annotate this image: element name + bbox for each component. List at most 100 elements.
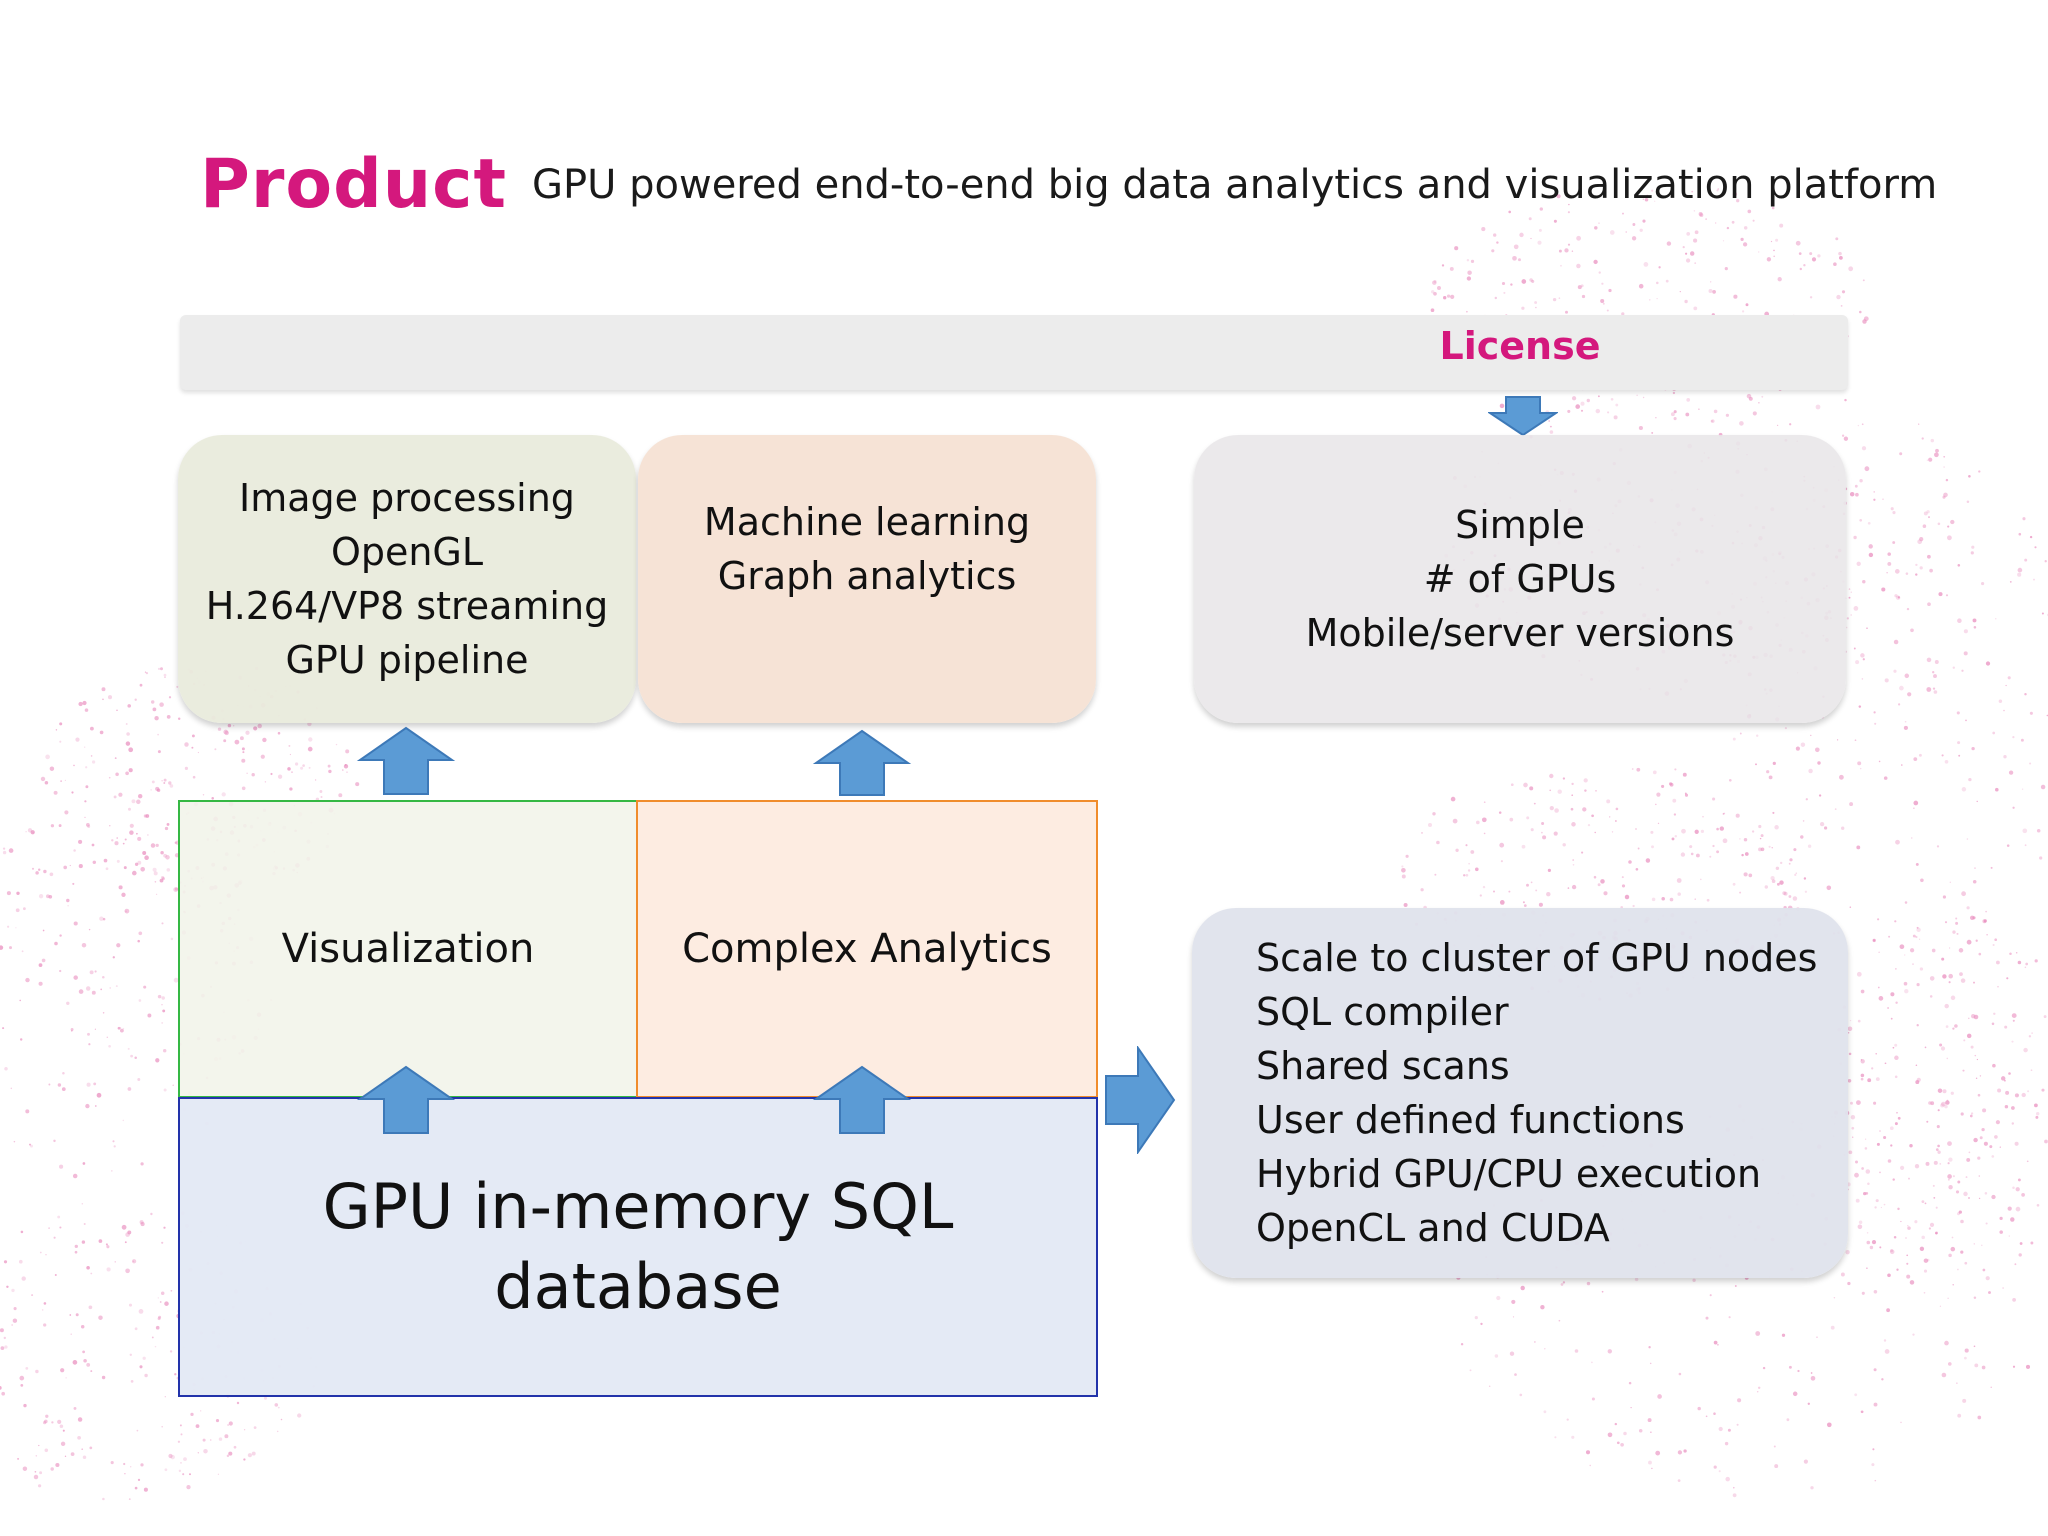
map-dot	[251, 772, 255, 777]
map-dot	[1964, 1348, 1969, 1353]
map-dot	[1867, 1182, 1870, 1185]
map-dot	[1706, 898, 1710, 902]
map-dot	[1694, 898, 1696, 900]
map-dot	[1669, 782, 1674, 787]
map-dot	[1915, 935, 1918, 939]
map-dot	[113, 1145, 116, 1148]
map-dot	[115, 772, 119, 777]
map-dot	[70, 1030, 73, 1032]
map-dot	[85, 1103, 90, 1109]
map-dot	[1994, 1135, 1998, 1139]
map-dot	[1734, 1285, 1737, 1287]
map-dot	[111, 839, 114, 842]
map-dot	[85, 785, 89, 789]
map-dot	[123, 1462, 126, 1466]
map-dot	[1933, 690, 1938, 694]
map-dot	[1469, 1369, 1472, 1372]
map-dot	[25, 977, 30, 983]
map-dot	[101, 1375, 106, 1380]
map-dot	[1736, 199, 1740, 203]
map-dot	[137, 860, 142, 865]
map-dot	[155, 843, 159, 848]
map-dot	[173, 887, 179, 892]
database-label-line2: database	[494, 1250, 782, 1323]
map-dot	[1915, 573, 1918, 576]
arrow-up-icon	[812, 1065, 912, 1134]
map-dot	[1914, 1220, 1918, 1224]
map-dot	[1685, 412, 1690, 417]
map-dot	[1958, 1210, 1962, 1214]
map-dot	[1972, 618, 1977, 623]
map-dot	[1740, 237, 1744, 242]
map-dot	[2022, 828, 2028, 834]
map-dot	[1737, 1398, 1742, 1403]
map-dot	[58, 824, 62, 828]
map-dot	[1942, 495, 1946, 499]
map-dot	[1523, 904, 1527, 907]
map-dot	[355, 782, 360, 787]
map-dot	[1760, 847, 1765, 852]
map-dot	[1739, 891, 1742, 894]
map-dot	[89, 1446, 93, 1450]
map-dot	[1928, 1101, 1932, 1105]
map-dot	[2008, 1235, 2011, 1237]
map-dot	[1567, 211, 1570, 214]
map-dot	[233, 725, 235, 727]
map-dot	[1982, 1268, 1986, 1272]
map-dot	[1534, 1341, 1536, 1343]
map-dot	[1948, 947, 1951, 949]
map-dot	[1571, 794, 1574, 797]
map-dot	[182, 1473, 185, 1476]
map-dot	[1694, 230, 1699, 235]
map-dot	[35, 1369, 39, 1374]
map-dot	[11, 1288, 15, 1293]
map-dot	[1974, 1363, 1979, 1368]
map-dot	[1702, 815, 1704, 818]
map-dot	[1861, 423, 1864, 426]
map-dot	[1955, 917, 1958, 920]
map-dot	[134, 1056, 137, 1060]
map-dot	[1500, 860, 1503, 863]
arrow-up-icon	[356, 726, 456, 795]
map-dot	[1481, 817, 1487, 823]
map-dot	[1713, 1412, 1716, 1415]
map-dot	[1850, 591, 1853, 593]
map-dot	[60, 1368, 65, 1373]
map-dot	[87, 1032, 90, 1036]
map-dot	[1977, 1156, 1981, 1160]
map-dot	[1802, 820, 1805, 822]
map-dot	[1800, 835, 1804, 839]
map-dot	[1657, 822, 1660, 825]
map-dot	[1988, 1291, 1991, 1294]
map-dot	[1893, 669, 1897, 673]
map-dot	[260, 754, 265, 759]
map-dot	[1947, 525, 1950, 528]
map-dot	[25, 1109, 30, 1114]
map-dot	[2043, 1015, 2047, 1019]
map-dot	[246, 772, 248, 774]
map-dot	[241, 747, 245, 751]
map-dot	[1700, 878, 1702, 881]
map-dot	[1470, 850, 1475, 854]
map-dot	[102, 698, 104, 701]
map-dot	[1600, 879, 1605, 884]
map-dot	[30, 830, 35, 835]
map-dot	[1887, 552, 1891, 556]
map-dot	[1432, 812, 1436, 816]
map-dot	[88, 1043, 91, 1046]
map-dot	[150, 1212, 153, 1216]
map-dot	[1758, 402, 1760, 404]
complex-analytics-label: Complex Analytics	[682, 926, 1052, 972]
map-dot	[70, 1452, 75, 1456]
map-dot	[102, 917, 106, 921]
map-dot	[1973, 1137, 1978, 1143]
map-dot	[1757, 251, 1760, 253]
map-dot	[1871, 1463, 1875, 1467]
box-line: Graph analytics	[717, 554, 1017, 598]
map-dot	[50, 1467, 54, 1471]
map-dot	[122, 1027, 125, 1030]
map-dot	[125, 723, 128, 725]
map-dot	[1717, 188, 1720, 190]
map-dot	[1954, 1024, 1958, 1028]
map-dot	[1856, 1100, 1861, 1105]
